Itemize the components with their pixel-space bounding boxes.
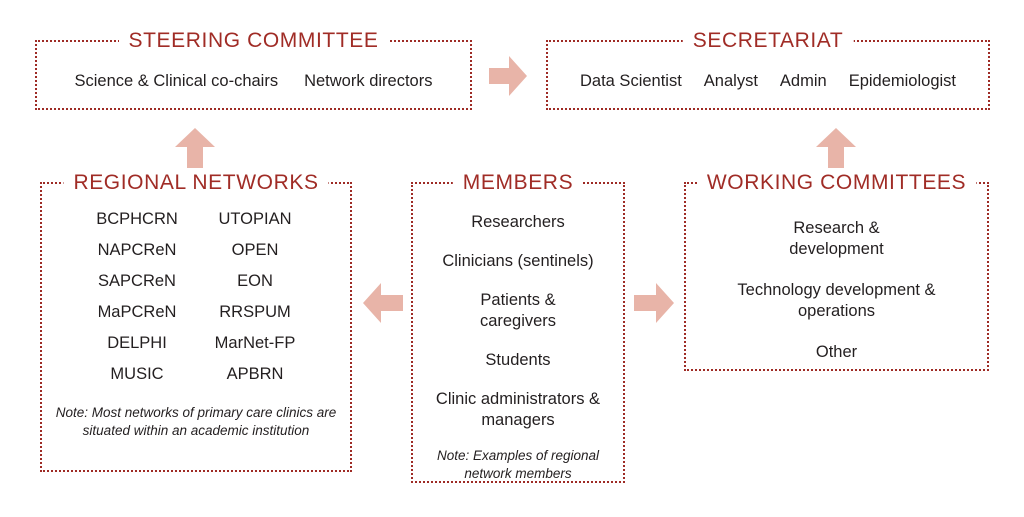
list-item: Patients & caregivers <box>479 291 557 330</box>
panel-steering-committee: STEERING COMMITTEE Science & Clinical co… <box>35 29 472 110</box>
list-item: Researchers <box>471 213 565 231</box>
list-item: Clinicians (sentinels) <box>442 252 594 270</box>
arrow-working-committees-to-secretariat <box>816 128 856 168</box>
list-item: RRSPUM <box>219 303 291 321</box>
secretariat-member-list: Data Scientist Analyst Admin Epidemiolog… <box>580 60 956 91</box>
members-note: Note: Examples of regional network membe… <box>436 448 600 481</box>
list-item: Other <box>815 343 858 361</box>
list-item: DELPHI <box>107 334 167 352</box>
list-item: Science & Clinical co-chairs <box>74 71 279 90</box>
arrow-regional-networks-to-steering <box>175 128 215 168</box>
list-item: APBRN <box>226 365 284 383</box>
list-item: MaPCReN <box>97 303 177 321</box>
list-item: MUSIC <box>110 365 164 383</box>
panel-title-steering-committee: STEERING COMMITTEE <box>118 29 389 53</box>
regional-networks-note: Note: Most networks of primary care clin… <box>55 405 337 438</box>
panel-secretariat: SECRETARIAT Data Scientist Analyst Admin… <box>546 29 990 110</box>
list-item: Network directors <box>304 71 433 90</box>
panel-body-working-committees: Research & development Technology develo… <box>686 184 987 369</box>
list-item: EON <box>237 272 273 290</box>
list-item: Admin <box>779 71 827 90</box>
list-item: OPEN <box>231 241 279 259</box>
arrow-members-to-regional-networks <box>363 283 403 323</box>
list-item: BCPHCRN <box>96 210 178 228</box>
list-item: NAPCReN <box>97 241 177 259</box>
panel-title-regional-networks: REGIONAL NETWORKS <box>63 171 329 195</box>
list-item: Analyst <box>703 71 758 90</box>
list-item: SAPCReN <box>98 272 176 290</box>
list-item: Data Scientist <box>580 71 682 90</box>
panel-body-regional-networks: BCPHCRN UTOPIAN NAPCReN OPEN SAPCReN EON… <box>42 184 350 470</box>
panel-working-committees: WORKING COMMITTEES Research & developmen… <box>684 171 989 371</box>
working-committees-list: Research & development Technology develo… <box>707 218 967 363</box>
list-item: UTOPIAN <box>218 210 292 228</box>
list-item: Technology development & operations <box>737 281 936 320</box>
arrow-members-to-working-committees <box>634 283 674 323</box>
steering-committee-member-list: Science & Clinical co-chairs Network dir… <box>75 60 433 91</box>
panel-body-steering-committee: Science & Clinical co-chairs Network dir… <box>37 42 470 108</box>
list-item: Research & development <box>789 219 884 258</box>
panel-regional-networks: REGIONAL NETWORKS BCPHCRN UTOPIAN NAPCRe… <box>40 171 352 472</box>
regional-networks-grid: BCPHCRN UTOPIAN NAPCReN OPEN SAPCReN EON… <box>78 210 314 384</box>
panel-title-members: MEMBERS <box>452 171 584 195</box>
list-item: Students <box>485 351 551 369</box>
members-list: Researchers Clinicians (sentinels) Patie… <box>423 212 613 431</box>
panel-body-secretariat: Data Scientist Analyst Admin Epidemiolog… <box>548 42 988 108</box>
panel-members: MEMBERS Researchers Clinicians (sentinel… <box>411 171 625 483</box>
arrow-steering-to-secretariat <box>489 56 527 96</box>
list-item: Epidemiologist <box>848 71 956 90</box>
list-item: MarNet-FP <box>214 334 296 352</box>
panel-title-secretariat: SECRETARIAT <box>682 29 854 53</box>
list-item: Clinic administrators & managers <box>435 390 601 429</box>
panel-body-members: Researchers Clinicians (sentinels) Patie… <box>413 184 623 481</box>
panel-title-working-committees: WORKING COMMITTEES <box>696 171 977 195</box>
